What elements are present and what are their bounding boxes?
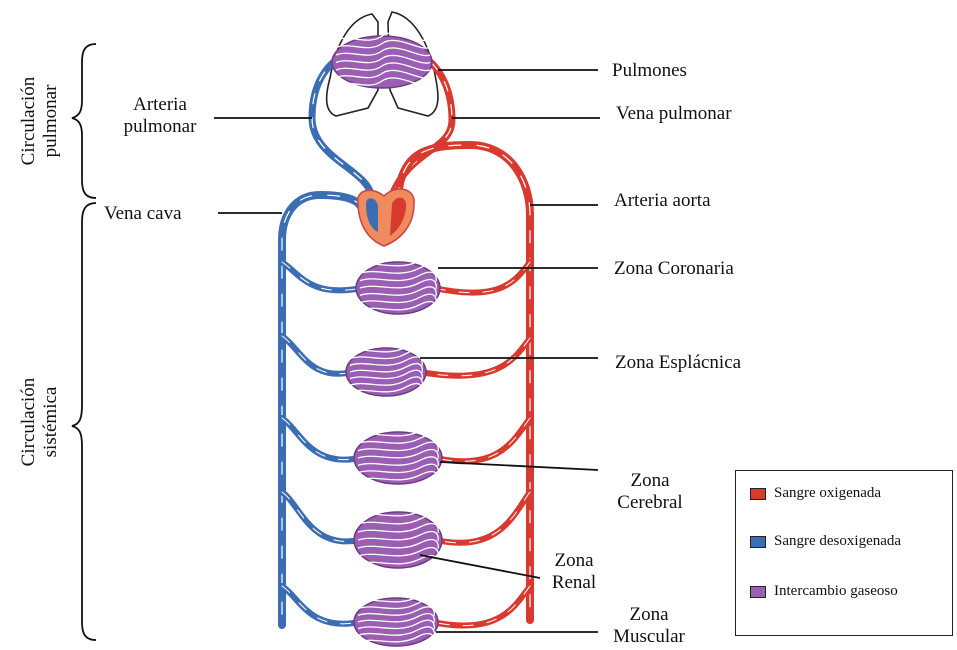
capillary-beds <box>332 33 442 646</box>
braces <box>72 44 96 640</box>
bracket-label-pulmonar-line2: pulmonar <box>40 51 62 191</box>
artery-branch-coronaria <box>434 262 530 293</box>
label-zona-cerebral: Zona Cerebral <box>600 470 700 514</box>
capillary-bed-coronaria <box>356 258 440 314</box>
label-zona-muscular-line1: Zona <box>594 604 704 626</box>
label-arteria-aorta: Arteria aorta <box>614 190 711 212</box>
leader-zona-cerebral <box>440 462 598 470</box>
heart-shape <box>358 189 414 246</box>
bracket-label-pulmonar-line1: Circulación <box>18 51 40 191</box>
capillary-bed-pulmones <box>332 33 432 88</box>
label-pulmones: Pulmones <box>612 60 687 82</box>
label-zona-coronaria: Zona Coronaria <box>614 258 734 280</box>
bracket-label-sistemica-line1: Circulación <box>18 352 40 492</box>
label-zona-esplacnica: Zona Esplácnica <box>615 352 741 374</box>
vein-branch-cerebral <box>282 418 360 460</box>
vena-cava-path <box>282 195 362 625</box>
brace-pulmonar <box>72 44 96 198</box>
vein-branch-muscular <box>282 586 360 624</box>
legend-swatch-red <box>750 488 766 500</box>
label-vena-cava: Vena cava <box>104 203 182 225</box>
label-arteria-pulmonar: Arteria pulmonar <box>100 94 220 138</box>
capillary-bed-renal <box>354 508 442 568</box>
label-zona-muscular: Zona Muscular <box>594 604 704 648</box>
artery-branch-esplacnica <box>420 338 530 376</box>
capillary-bed-esplacnica <box>346 344 426 396</box>
artery-branch-cerebral <box>436 418 530 461</box>
artery-branch-renal <box>436 492 530 543</box>
label-zona-cerebral-line1: Zona <box>600 470 700 492</box>
bracket-label-sistemica-line2: sistémica <box>40 352 62 492</box>
label-arteria-pulmonar-line2: pulmonar <box>100 116 220 138</box>
legend-label-desoxigenada: Sangre desoxigenada <box>774 533 901 550</box>
brace-sistemica <box>72 203 96 640</box>
artery-branch-muscular <box>432 586 530 626</box>
bracket-label-pulmonar: Circulación pulmonar <box>18 51 62 191</box>
label-arteria-pulmonar-line1: Arteria <box>100 94 220 116</box>
label-zona-cerebral-line2: Cerebral <box>600 492 700 514</box>
vein-branch-line-renal <box>282 492 360 541</box>
label-vena-pulmonar: Vena pulmonar <box>616 103 732 125</box>
bracket-label-sistemica: Circulación sistémica <box>18 352 62 492</box>
legend-item-intercambio: Intercambio gaseoso <box>750 583 898 600</box>
label-zona-renal-line1: Zona <box>534 550 614 572</box>
legend-swatch-blue <box>750 536 766 548</box>
legend-label-intercambio: Intercambio gaseoso <box>774 583 898 600</box>
heart <box>358 189 414 246</box>
vein-branch-coronaria <box>282 262 362 290</box>
label-zona-muscular-line2: Muscular <box>594 626 704 648</box>
leader-zona-renal <box>420 555 540 578</box>
legend-swatch-purple <box>750 586 766 598</box>
legend-item-desoxigenada: Sangre desoxigenada <box>750 533 901 550</box>
legend: Sangre oxigenada Sangre desoxigenada Int… <box>735 470 953 636</box>
capillary-bed-muscular <box>354 594 438 646</box>
capillary-bed-cerebral <box>354 428 442 484</box>
vena-cava-line <box>282 195 362 625</box>
legend-label-oxigenada: Sangre oxigenada <box>774 485 881 502</box>
label-zona-renal-line2: Renal <box>534 572 614 594</box>
label-zona-renal: Zona Renal <box>534 550 614 594</box>
legend-item-oxigenada: Sangre oxigenada <box>750 485 881 502</box>
